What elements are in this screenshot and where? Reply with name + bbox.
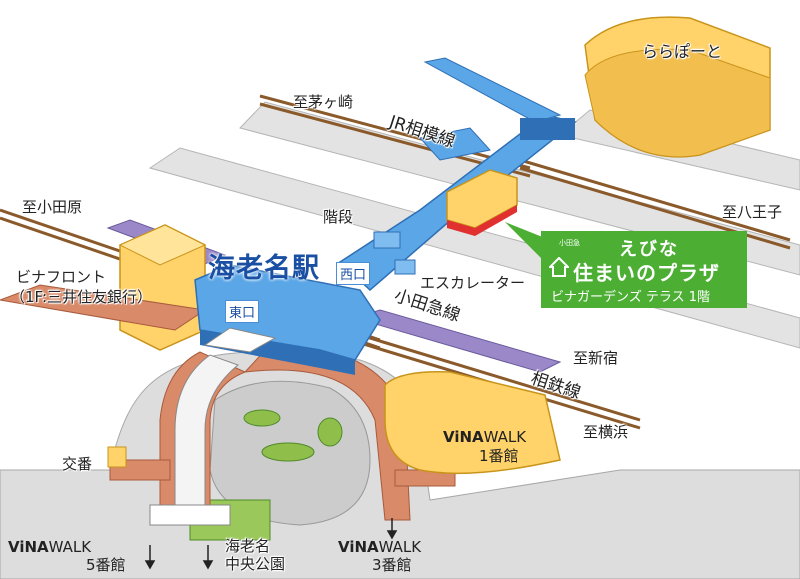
destination-shinjuku: 至新宿 bbox=[573, 349, 619, 367]
vina-walk-5-building-no: 5番館 bbox=[86, 556, 126, 574]
plaza-pointer bbox=[505, 222, 545, 262]
house-icon bbox=[549, 257, 569, 277]
park-label-line1: 海老名 bbox=[225, 537, 271, 555]
plaza-small-label: 小田急 bbox=[559, 239, 580, 247]
lalaport-label: ららぽーと bbox=[642, 42, 723, 61]
vina-walk-1-building-no: 1番館 bbox=[479, 447, 519, 465]
escalator-label: エスカレーター bbox=[420, 274, 526, 292]
lalaport-building bbox=[584, 16, 771, 158]
plaza-line1: えびな bbox=[619, 239, 679, 260]
koban-label: 交番 bbox=[62, 455, 93, 473]
west-gate-label: 西口 bbox=[336, 262, 371, 285]
vina-walk-3-label: ViNAWALK bbox=[338, 538, 422, 556]
vina-walk-3-building-no: 3番館 bbox=[372, 556, 412, 574]
destination-odawara: 至小田原 bbox=[22, 198, 83, 216]
plaza-line2: 住まいのプラザ bbox=[573, 261, 720, 285]
east-gate-label: 東口 bbox=[225, 300, 260, 323]
vina-walk-5-label: ViNAWALK bbox=[8, 538, 92, 556]
sumai-plaza-sign: 小田急 えびな 住まいのプラザ ビナガーデンズ テラス 1階 bbox=[541, 231, 747, 308]
stairs-label: 階段 bbox=[323, 208, 354, 226]
destination-chigasaki: 至茅ヶ崎 bbox=[293, 93, 354, 111]
koban-building bbox=[107, 446, 127, 468]
sumai-plaza-building bbox=[446, 169, 518, 236]
vinafront-label: ビナフロント bbox=[16, 268, 107, 286]
station-name: 海老名駅 bbox=[208, 253, 320, 284]
exit-arrows bbox=[144, 518, 398, 570]
vina-walk-1-building bbox=[384, 371, 561, 475]
destination-hachioji: 至八王子 bbox=[722, 203, 783, 221]
vina-walk-1-label: ViNAWALK bbox=[443, 428, 527, 446]
park-label-line2: 中央公園 bbox=[225, 555, 286, 573]
vinafront-sub-label: （1F:三井住友銀行） bbox=[10, 288, 153, 306]
plaza-line3: ビナガーデンズ テラス 1階 bbox=[551, 290, 711, 305]
pedestrian-bridge bbox=[149, 327, 277, 526]
destination-yokohama: 至横浜 bbox=[583, 423, 629, 441]
